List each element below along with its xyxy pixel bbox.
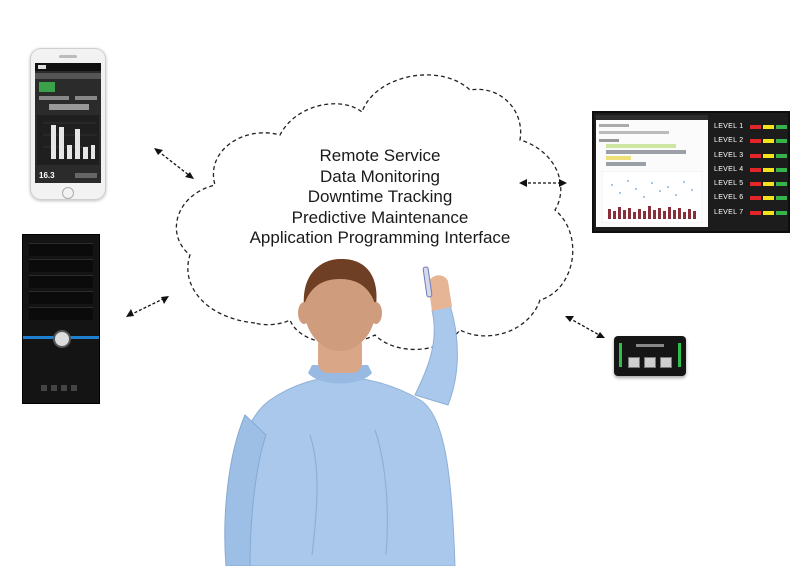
arrowhead	[154, 148, 163, 155]
level-row: LEVEL 6	[714, 194, 787, 208]
yellow-lamp-icon	[763, 153, 774, 158]
arrowhead	[519, 179, 527, 187]
green-lamp-icon	[776, 196, 787, 201]
level-row: LEVEL 4	[714, 165, 787, 180]
drive-bay	[29, 259, 93, 272]
red-lamp-icon	[750, 139, 761, 144]
yellow-lamp-icon	[763, 167, 774, 172]
yellow-lamp-icon	[763, 196, 774, 201]
arrowhead	[185, 172, 194, 179]
phone-bar-chart	[37, 115, 99, 165]
hair	[303, 258, 377, 307]
usb-port	[71, 385, 77, 391]
drive-bay	[29, 243, 93, 256]
green-lamp-icon	[776, 210, 787, 215]
dashed-cloud-outline	[175, 74, 574, 351]
writing-hand	[428, 275, 452, 311]
green-lamp-icon	[776, 153, 787, 158]
server-tower	[22, 234, 100, 404]
level-indicator-panel: LEVEL 1 LEVEL 2 LEVEL 3 LEVEL 4 LEVEL 5	[714, 123, 787, 223]
level-row: LEVEL 5	[714, 180, 787, 194]
arrowhead	[126, 309, 134, 317]
green-lamp-icon	[776, 167, 787, 172]
yellow-lamp-icon	[763, 182, 774, 187]
yellow-lamp-icon	[763, 125, 774, 129]
arrow-phone	[157, 150, 191, 177]
red-lamp-icon	[750, 125, 761, 129]
drive-bay	[29, 307, 93, 320]
arrowhead	[596, 332, 605, 338]
person-writing	[224, 258, 458, 566]
level-label: LEVEL 4	[714, 165, 744, 173]
usb-port	[41, 385, 47, 391]
raised-arm	[414, 304, 458, 406]
red-lamp-icon	[750, 153, 761, 158]
arrowhead	[559, 179, 567, 187]
service-api: Application Programming Interface	[249, 228, 511, 247]
service-predictive-maintenance: Predictive Maintenance	[291, 207, 469, 227]
service-data-monitoring: Data Monitoring	[319, 166, 440, 186]
service-downtime-tracking: Downtime Tracking	[307, 187, 453, 206]
monitoring-dashboard: LEVEL 1 LEVEL 2 LEVEL 3 LEVEL 4 LEVEL 5	[592, 111, 790, 233]
ethernet-port	[660, 357, 672, 368]
left-arm	[224, 414, 267, 566]
level-row: LEVEL 3	[714, 151, 787, 166]
green-lamp-icon	[776, 182, 787, 187]
ear	[370, 302, 382, 324]
usb-port	[61, 385, 67, 391]
level-row: LEVEL 1	[714, 123, 787, 137]
usb-port	[51, 385, 57, 391]
arrow-tower	[129, 297, 166, 316]
dashboard-chart	[602, 171, 702, 223]
phone-reading: 16.3	[39, 171, 55, 180]
drive-bay	[29, 291, 93, 304]
level-label: LEVEL 3	[714, 151, 744, 159]
cloud-services-list: Remote Service Data Monitoring Downtime …	[230, 146, 530, 249]
red-lamp-icon	[750, 182, 761, 187]
dashboard-screen	[596, 115, 708, 227]
drive-bay	[29, 275, 93, 288]
shirt	[228, 376, 456, 566]
ear	[298, 302, 310, 324]
level-label: LEVEL 1	[714, 123, 744, 130]
level-label: LEVEL 7	[714, 208, 744, 216]
green-lamp-icon	[776, 125, 787, 129]
iot-gateway-device	[614, 336, 686, 376]
marker-icon	[422, 266, 433, 298]
gateway-status-light	[678, 343, 681, 367]
red-lamp-icon	[750, 167, 761, 172]
service-remote-service: Remote Service	[319, 146, 441, 165]
level-label: LEVEL 2	[714, 137, 744, 145]
green-lamp-icon	[776, 139, 787, 144]
arrowhead	[161, 296, 169, 304]
phone-screen: 16.3	[35, 63, 101, 183]
ethernet-port	[628, 357, 640, 368]
power-button-icon	[53, 330, 71, 348]
level-label: LEVEL 6	[714, 194, 744, 202]
yellow-lamp-icon	[763, 139, 774, 144]
head	[304, 263, 376, 351]
gateway-status-light	[619, 343, 622, 367]
usb-port	[644, 357, 656, 368]
level-row: LEVEL 2	[714, 137, 787, 151]
red-lamp-icon	[750, 196, 761, 201]
smartphone: 16.3	[30, 48, 106, 200]
phone-speaker	[59, 55, 77, 58]
phone-home-button	[62, 187, 74, 199]
level-row: LEVEL 7	[714, 208, 787, 223]
arrow-gateway	[568, 317, 602, 337]
yellow-lamp-icon	[763, 210, 774, 215]
level-label: LEVEL 5	[714, 180, 744, 188]
arrowhead	[565, 316, 574, 322]
red-lamp-icon	[750, 210, 761, 215]
